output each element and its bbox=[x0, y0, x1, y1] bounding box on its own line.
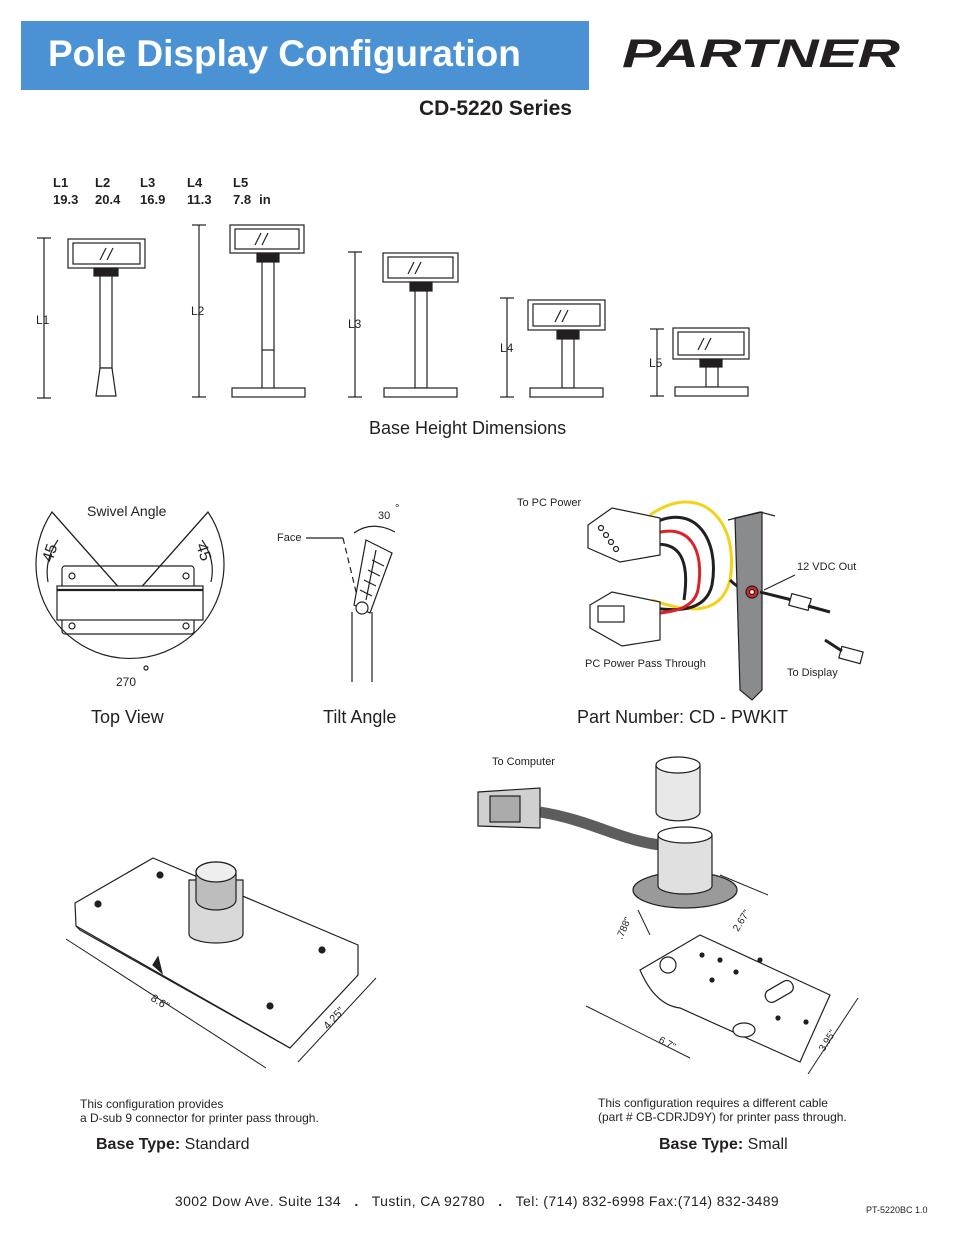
small-note-line1: This configuration requires a different … bbox=[598, 1096, 828, 1110]
dim-value: 11.3 bbox=[187, 192, 212, 207]
dim-label: L3 bbox=[140, 175, 156, 190]
swivel-angle-bottom: 270 bbox=[116, 675, 137, 689]
footer-phone: Tel: (714) 832-6998 Fax:(714) 832-3489 bbox=[515, 1193, 780, 1209]
dim-label: L1 bbox=[53, 175, 69, 190]
standard-base-diagram: 8.6" 4.25" bbox=[65, 857, 377, 1069]
pass-through-label: PC Power Pass Through bbox=[585, 658, 706, 670]
dim-label: L5 bbox=[233, 175, 249, 190]
to-computer-label: To Computer bbox=[492, 756, 555, 768]
dim-label: L2 bbox=[95, 175, 111, 190]
to-pc-power-label: To PC Power bbox=[517, 497, 582, 509]
standard-base-type: Base Type: Standard bbox=[96, 1136, 250, 1154]
pole-label-l1: L1 bbox=[36, 313, 50, 327]
pole-label-l3: L3 bbox=[348, 317, 362, 331]
dim-value: 7.8 bbox=[233, 192, 252, 207]
pole-height-diagram: L1 L2 L3 L4 L5 bbox=[36, 224, 750, 399]
tilt-face-label: Face bbox=[277, 532, 302, 544]
footer: 3002 Dow Ave. Suite 134 . Tustin, CA 927… bbox=[0, 1193, 954, 1209]
title-bar bbox=[21, 21, 589, 90]
pole-label-l2: L2 bbox=[191, 304, 205, 318]
partner-logo: PARTNER bbox=[622, 32, 900, 76]
power-kit-diagram bbox=[587, 500, 864, 701]
dim-label: L4 bbox=[187, 175, 203, 190]
tilt-angle-diagram bbox=[306, 525, 396, 682]
tilt-angle-value: 30 bbox=[378, 510, 391, 522]
page-title: Pole Display Configuration bbox=[48, 33, 521, 74]
standard-dim-length: 8.6" bbox=[148, 992, 171, 1012]
swivel-angle-label: Swivel Angle bbox=[87, 503, 167, 519]
tilt-degree-symbol: ° bbox=[395, 503, 400, 515]
footer-separator: . bbox=[354, 1193, 359, 1209]
dimension-values-row: 19.3 20.4 16.9 11.3 7.8 in bbox=[53, 191, 271, 208]
standard-note: This configuration provides a D-sub 9 co… bbox=[80, 1097, 319, 1125]
top-view-diagram: 45 45 bbox=[35, 511, 225, 671]
footer-separator: . bbox=[498, 1193, 503, 1209]
swivel-angle-right: 45 bbox=[192, 541, 214, 563]
small-note: This configuration requires a different … bbox=[598, 1096, 847, 1124]
base-height-caption: Base Height Dimensions bbox=[369, 418, 567, 438]
power-kit-caption: Part Number: CD - PWKIT bbox=[577, 707, 789, 727]
standard-base-type-value: Standard bbox=[184, 1136, 250, 1153]
dimension-table: L1 L2 L3 L4 L5 19.3 20.4 16.9 11.3 7.8 in bbox=[53, 174, 271, 208]
pole-label-l5: L5 bbox=[649, 356, 663, 370]
dim-unit: in bbox=[259, 192, 271, 207]
to-display-label: To Display bbox=[787, 667, 838, 679]
small-dim-a: .788" bbox=[615, 915, 635, 941]
swivel-angle-left: 45 bbox=[40, 542, 62, 564]
tilt-angle-caption: Tilt Angle bbox=[323, 707, 397, 727]
small-base-type-label: Base Type: bbox=[659, 1136, 744, 1153]
small-note-line2: (part # CB-CDRJD9Y) for printer pass thr… bbox=[598, 1110, 847, 1124]
svg-text:PARTNER: PARTNER bbox=[622, 32, 900, 76]
standard-base-type-label: Base Type: bbox=[96, 1136, 181, 1153]
footer-city: Tustin, CA 92780 bbox=[371, 1193, 485, 1209]
pole-label-l4: L4 bbox=[500, 341, 514, 355]
small-base-type: Base Type: Small bbox=[659, 1136, 788, 1154]
small-dim-b: 2.67" bbox=[731, 908, 753, 934]
standard-note-line1: This configuration provides bbox=[80, 1097, 224, 1111]
small-base-diagram: .788" 2.67" 6.7" 3.95" bbox=[477, 756, 859, 1075]
vdc-out-label: 12 VDC Out bbox=[797, 561, 857, 573]
dim-value: 19.3 bbox=[53, 192, 79, 207]
standard-note-line2: a D-sub 9 connector for printer pass thr… bbox=[80, 1111, 319, 1125]
dimension-labels-row: L1 L2 L3 L4 L5 bbox=[53, 174, 271, 191]
small-base-type-value: Small bbox=[747, 1136, 788, 1153]
dim-value: 16.9 bbox=[140, 192, 166, 207]
footer-address: 3002 Dow Ave. Suite 134 bbox=[174, 1193, 342, 1209]
top-view-caption: Top View bbox=[91, 707, 164, 727]
page-subtitle: CD-5220 Series bbox=[419, 97, 572, 120]
document-number: PT-5220BC 1.0 bbox=[866, 1205, 928, 1215]
dim-value: 20.4 bbox=[95, 192, 121, 207]
